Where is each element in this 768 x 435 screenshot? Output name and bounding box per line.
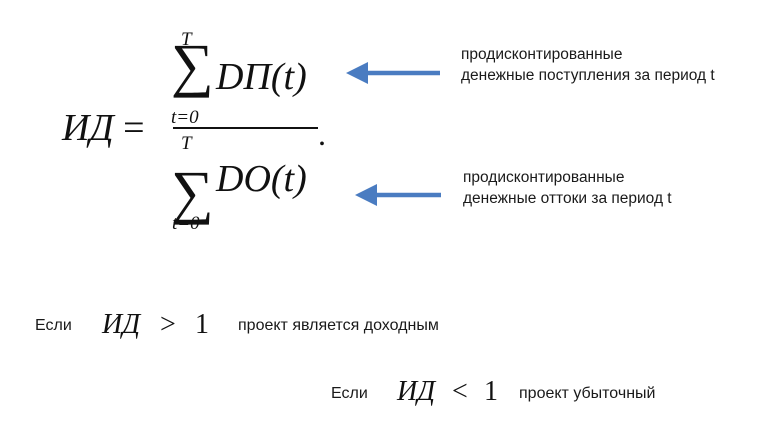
condition-index: ИД [102,309,141,340]
condition-value: 1 [195,309,209,340]
outflow-annotation: продисконтированные денежные оттоки за п… [463,168,672,210]
arrow-left-icon-outflow [355,184,441,206]
equals-sign: = [123,107,145,149]
fraction-bar [173,127,318,129]
denominator-lower-limit: t=0 [172,213,200,234]
condition-operator: > [160,309,176,340]
outflow-annotation-line2: денежные оттоки за период t [463,189,672,207]
denominator-term: DO(t) [216,158,307,200]
condition-value: 1 [484,376,498,407]
condition-operator: < [452,376,468,407]
inflow-annotation: продисконтированные денежные поступления… [461,45,715,87]
condition-prefix: Если [331,385,368,402]
outflow-annotation-line1: продисконтированные [463,169,625,186]
condition-text: проект является доходным [238,317,439,334]
index-symbol: ИД [62,107,114,149]
denominator-upper-limit: T [181,133,192,154]
inflow-annotation-line2: денежные поступления за период t [461,66,715,84]
arrow-left-icon-inflow [346,62,440,84]
inflow-annotation-line1: продисконтированные [461,46,623,63]
index-label: ИД = [62,109,145,147]
formula-period: . [318,116,326,152]
condition-text: проект убыточный [519,385,656,402]
numerator-sum-symbol: ∑ [171,32,214,98]
condition-prefix: Если [35,317,72,334]
numerator-upper-limit: T [181,29,192,50]
condition-index: ИД [397,376,436,407]
numerator-lower-limit: t=0 [171,107,199,128]
denominator-sum-symbol: ∑ [171,159,214,225]
numerator-term: DП(t) [216,56,307,98]
